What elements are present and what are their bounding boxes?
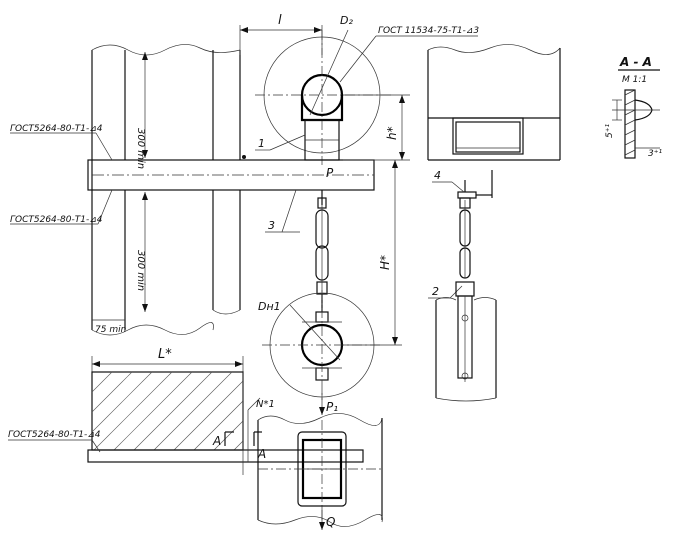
section-title: А - А <box>619 55 652 69</box>
gost-callout-3: ГОСТ5264-80-Т1-⊿4 <box>8 430 101 440</box>
load-P1: P₁ <box>326 400 338 414</box>
bottom-plan: Q <box>257 413 383 530</box>
hanger-chain: H* <box>315 160 402 346</box>
dim-300-bottom: 300 min <box>135 250 146 291</box>
load-Q: Q <box>326 515 335 529</box>
load-P: P <box>326 166 334 180</box>
left-elevation: 300 min 300 min 75 min ГОСТ5264-80-Т1-⊿4… <box>10 44 375 336</box>
dim-h: h* <box>385 126 399 140</box>
bottom-section: L* N*1 A A ГОСТ52 <box>8 347 364 475</box>
dim-300-top: 300 min <box>135 128 146 169</box>
lower-pipe: Dн1 P₁ <box>258 290 382 415</box>
dim-D2: D₂ <box>340 14 353 27</box>
gost-callout-top: ГОСТ 11534-75-Т1-⊿3 <box>378 26 479 36</box>
dim-L: L* <box>158 347 172 362</box>
gost-callout-1: ГОСТ5264-80-Т1-⊿4 <box>10 124 103 134</box>
pos-4: 4 <box>434 169 441 182</box>
section-dim-5: 5⁺¹ <box>605 124 615 138</box>
dim-D41: Dн1 <box>258 300 281 313</box>
section-scale: М 1:1 <box>622 75 647 85</box>
section-A-left: A <box>212 434 221 448</box>
dim-75-min: 75 min <box>95 325 127 335</box>
section-dim-3: 3⁺¹ <box>648 149 662 159</box>
dim-H: H* <box>378 255 392 270</box>
section-A-right: A <box>257 447 266 461</box>
dim-l: l <box>278 13 282 28</box>
dim-N: N*1 <box>256 399 275 410</box>
pos-3: 3 <box>268 219 275 232</box>
pos-2: 2 <box>432 285 439 298</box>
hatch-pattern <box>91 371 244 451</box>
upper-pipe-support: l D₂ 1 h* P <box>239 13 410 180</box>
right-elevation: ГОСТ 11534-75-Т1-⊿3 4 2 <box>339 26 561 402</box>
section-A-A: А - А М 1:1 5⁺¹ 3⁺¹ <box>605 55 662 159</box>
pos-1: 1 <box>258 137 265 150</box>
gost-callout-2: ГОСТ5264-80-Т1-⊿4 <box>10 215 103 225</box>
